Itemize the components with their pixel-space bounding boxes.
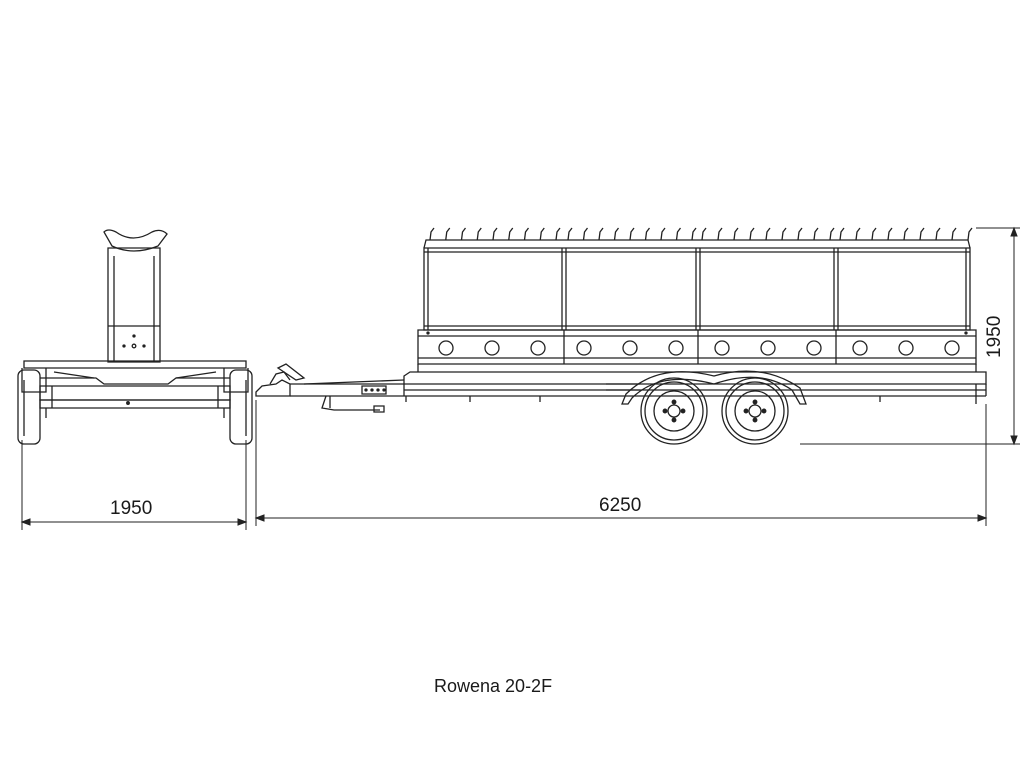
drawbar — [256, 364, 404, 412]
rack-hook — [430, 228, 434, 240]
rack-hooks — [430, 228, 972, 240]
dimension-line-length — [256, 400, 986, 526]
rack-hook — [661, 228, 665, 240]
rack-hook — [798, 228, 802, 240]
rack-hook — [840, 228, 844, 240]
rack-hook — [766, 228, 770, 240]
side-wheel-front — [641, 378, 707, 444]
rack-hook — [630, 228, 634, 240]
dimension-line-height — [800, 228, 1020, 444]
side-wheel-rear — [722, 378, 788, 444]
rack-hook — [830, 228, 834, 240]
side-view — [256, 228, 986, 444]
rack-hook — [888, 228, 892, 240]
rack-hook — [968, 228, 972, 240]
rack-hook — [584, 228, 588, 240]
front-wheel-right — [230, 370, 252, 444]
rack-hook — [677, 228, 681, 240]
rack-hook — [734, 228, 738, 240]
rack-hook — [477, 228, 481, 240]
front-fender-right — [224, 368, 248, 392]
front-wheel-left — [18, 370, 40, 444]
rack-hook — [718, 228, 722, 240]
rack-hook — [599, 228, 603, 240]
overall-length-dimension-label: 6250 — [599, 495, 642, 516]
rack-hook — [692, 228, 696, 240]
rack-hook — [568, 228, 572, 240]
rack-hook — [952, 228, 956, 240]
overall-height-dimension-label: 1950 — [984, 315, 1005, 358]
front-upright — [108, 248, 160, 362]
front-width-dimension-label: 1950 — [110, 498, 153, 519]
rack-hook — [814, 228, 818, 240]
rack-hook — [920, 228, 924, 240]
rack-hook — [462, 228, 466, 240]
rack-hook — [446, 228, 450, 240]
side-chassis — [404, 372, 986, 404]
front-deck — [24, 361, 246, 368]
rack-hook — [540, 228, 544, 240]
rack-hook — [782, 228, 786, 240]
rack-hook — [702, 228, 706, 240]
rack-hook — [872, 228, 876, 240]
dimension-line-front-width — [22, 440, 246, 530]
rack-hook — [750, 228, 754, 240]
rack-hook — [936, 228, 940, 240]
rack-hook — [646, 228, 650, 240]
rack-hook — [525, 228, 529, 240]
front-view — [18, 230, 252, 444]
rack-hook — [509, 228, 513, 240]
side-panels — [418, 330, 976, 372]
front-chassis — [40, 386, 230, 400]
rack-hook — [556, 228, 560, 240]
model-caption: Rowena 20-2F — [434, 676, 553, 696]
rack-hook — [856, 228, 860, 240]
side-rack-frame — [424, 240, 970, 330]
rack-hook — [904, 228, 908, 240]
rack-hook — [615, 228, 619, 240]
front-saddle — [104, 230, 167, 251]
rack-hook — [493, 228, 497, 240]
front-fender-left — [22, 368, 46, 392]
